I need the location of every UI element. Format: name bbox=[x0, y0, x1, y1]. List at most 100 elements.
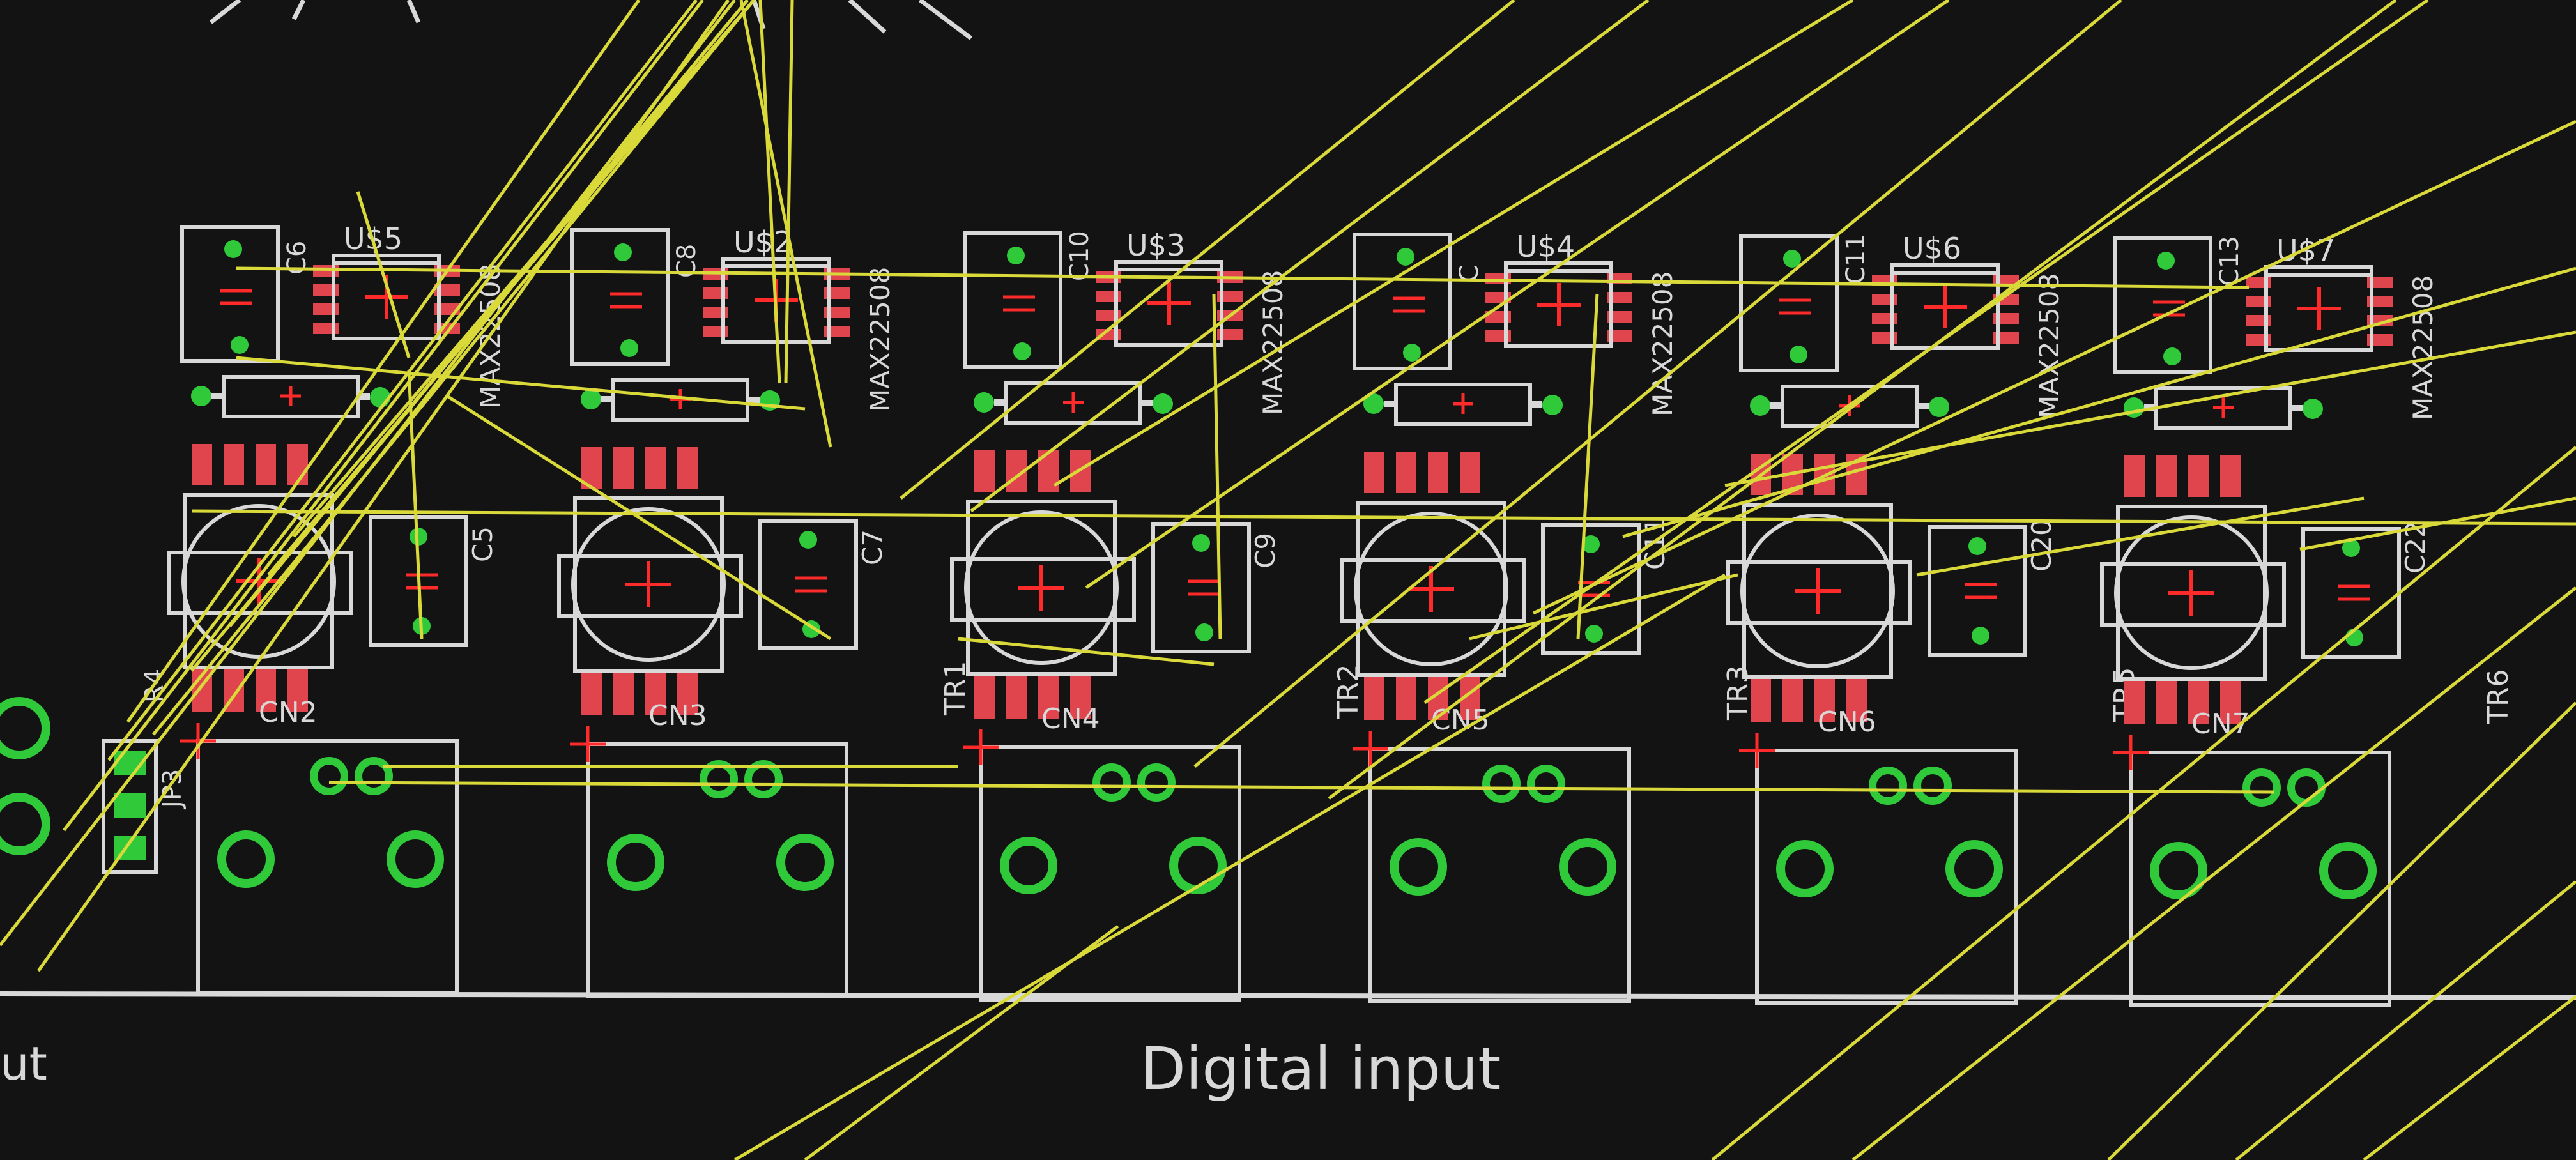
connector-label: CN3 bbox=[648, 699, 707, 732]
airwire bbox=[1053, 0, 1854, 487]
origin-cross bbox=[1063, 392, 1084, 413]
jp3-label: JP3 bbox=[158, 769, 187, 810]
airwire bbox=[804, 924, 1119, 1160]
origin-cross bbox=[963, 729, 999, 765]
origin-cross bbox=[1453, 393, 1473, 414]
transformer[interactable]: TR3 bbox=[1340, 452, 1754, 721]
connector-footprint[interactable]: CN2 bbox=[180, 696, 459, 995]
airwire bbox=[970, 0, 1650, 512]
origin-cross bbox=[2113, 735, 2149, 770]
origin-cross bbox=[1147, 282, 1191, 325]
side-capacitor-label: C5 bbox=[467, 526, 498, 562]
ic-value-label: MAX22508 bbox=[864, 267, 896, 412]
origin-cross bbox=[570, 726, 606, 762]
airwire bbox=[152, 0, 755, 736]
top-capacitor[interactable]: C13 bbox=[2113, 236, 2244, 374]
airwire bbox=[2107, 701, 2576, 1160]
airwire bbox=[1916, 496, 2365, 577]
airwire bbox=[1328, 0, 2397, 800]
airwire bbox=[126, 0, 641, 723]
ic-value-label: MAX22508 bbox=[1257, 270, 1289, 415]
side-capacitor[interactable]: C20 bbox=[1928, 519, 2057, 657]
ic-name-label: U$6 bbox=[1903, 231, 1961, 266]
airwire bbox=[1711, 446, 2576, 1160]
resistor[interactable] bbox=[1363, 383, 1563, 426]
ic-name-label: U$3 bbox=[1126, 228, 1185, 263]
transformer-label: TR6 bbox=[2482, 669, 2515, 724]
airwire bbox=[191, 509, 2576, 526]
connector-footprint[interactable]: CN5 bbox=[1353, 704, 1631, 1003]
origin-cross bbox=[1537, 283, 1581, 326]
airwire bbox=[1851, 586, 2576, 1160]
airwire bbox=[1212, 293, 1222, 639]
connector-label: CN6 bbox=[1818, 706, 1876, 738]
edge-label-fragment: ut bbox=[0, 1037, 47, 1090]
origin-cross bbox=[2213, 397, 2234, 418]
origin-cross bbox=[1408, 566, 1454, 612]
side-capacitor-label: C9 bbox=[1250, 533, 1281, 569]
airwire bbox=[739, 0, 832, 448]
origin-cross bbox=[1018, 565, 1064, 611]
board-label: Digital input bbox=[1140, 1035, 1501, 1103]
origin-cross bbox=[1924, 285, 1967, 328]
connector-footprint[interactable]: CN4 bbox=[963, 703, 1241, 1002]
origin-cross bbox=[2168, 570, 2214, 616]
airwire bbox=[356, 191, 411, 358]
top-capacitor-label: C10 bbox=[1065, 231, 1094, 281]
airwire bbox=[2235, 880, 2576, 1160]
side-capacitor-label: C20 bbox=[2026, 519, 2057, 572]
top-partial-footprint bbox=[209, 0, 973, 40]
origin-cross bbox=[625, 561, 671, 607]
connector-label: CN4 bbox=[1041, 703, 1100, 735]
connector-footprint[interactable]: CN6 bbox=[1739, 706, 2018, 1005]
airwire bbox=[1724, 330, 2576, 487]
resistor[interactable] bbox=[1750, 385, 1949, 428]
left-edge-pads bbox=[0, 697, 50, 855]
side-capacitor[interactable]: C9 bbox=[1151, 522, 1281, 653]
airwire bbox=[1622, 266, 2576, 538]
airwire bbox=[328, 781, 2275, 794]
side-capacitor[interactable]: C5 bbox=[369, 515, 498, 647]
origin-cross bbox=[1353, 731, 1388, 767]
resistor[interactable] bbox=[974, 381, 1173, 425]
resistor[interactable] bbox=[581, 378, 780, 422]
airwire bbox=[236, 266, 2250, 289]
origin-cross bbox=[180, 723, 216, 759]
transformer-label: TR3 bbox=[1722, 666, 1754, 721]
ic-name-label: U$4 bbox=[1516, 229, 1575, 264]
connector-label: CN2 bbox=[259, 696, 318, 729]
airwire bbox=[107, 0, 698, 761]
airwire bbox=[63, 0, 704, 832]
origin-cross bbox=[1795, 568, 1841, 614]
transformer[interactable] bbox=[167, 444, 353, 712]
top-capacitor-label: C13 bbox=[2215, 236, 2244, 286]
airwire bbox=[1469, 573, 1738, 641]
origin-cross bbox=[280, 386, 301, 406]
top-capacitor-label: C11 bbox=[1841, 234, 1871, 284]
top-capacitor[interactable]: C11 bbox=[1739, 234, 1871, 372]
ic-name-label: U$2 bbox=[733, 225, 792, 259]
airwire bbox=[958, 637, 1215, 666]
transformer-label: TR2 bbox=[1332, 664, 1365, 719]
airwire bbox=[758, 0, 781, 384]
airwire bbox=[2363, 995, 2576, 1160]
airwire bbox=[407, 370, 424, 639]
ic-value-label: MAX22508 bbox=[2407, 275, 2439, 420]
airwire bbox=[784, 0, 794, 384]
airwire bbox=[236, 356, 806, 411]
top-capacitor[interactable]: C10 bbox=[963, 231, 1094, 369]
airwire bbox=[446, 394, 832, 641]
airwire bbox=[1576, 293, 1599, 639]
side-capacitor-label: C7 bbox=[857, 530, 888, 565]
airwire bbox=[733, 573, 1726, 1160]
transformer[interactable]: TR6 bbox=[2100, 455, 2515, 724]
connector-footprint[interactable]: CN3 bbox=[570, 699, 848, 998]
